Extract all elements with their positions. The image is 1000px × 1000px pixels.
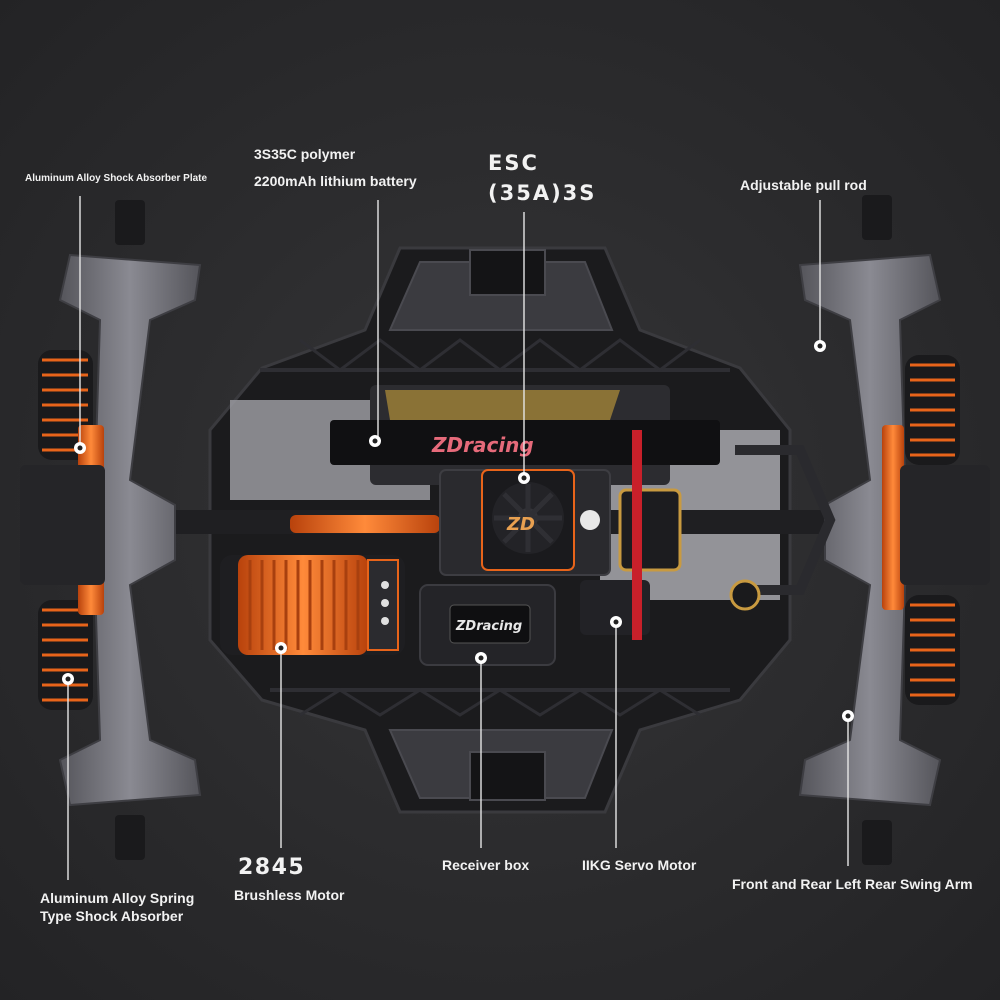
label-shock-plate: Aluminum Alloy Shock Absorber Plate [25, 173, 208, 184]
ring-dot-icon [74, 442, 86, 454]
right-suspension [798, 195, 990, 865]
battery-pack: ZDracing [330, 385, 720, 485]
label-battery-line2: 2200mAh lithium battery [254, 172, 417, 189]
fan-logo-text: ZD [506, 514, 535, 535]
label-spring-line2: Type Shock Absorber [40, 907, 184, 924]
left-suspension [20, 200, 202, 860]
label-esc-line1: ESC [488, 151, 539, 175]
ring-dot-icon [475, 652, 487, 664]
label-esc-line2: (35A)3S [488, 181, 597, 205]
ring-dot-icon [518, 472, 530, 484]
callout-markers [62, 340, 854, 722]
label-spring-line1: Aluminum Alloy Spring [40, 890, 195, 906]
servo-unit [580, 430, 682, 640]
label-battery: 3S35C polymer 2200mAh lithium battery [254, 146, 417, 190]
esc-unit: ZD [439, 469, 611, 576]
label-esc: ESC (35A)3S [488, 148, 596, 208]
label-spring-shock: Aluminum Alloy Spring Type Shock Absorbe… [40, 890, 194, 925]
brushless-motor [220, 555, 405, 655]
ring-dot-icon [814, 340, 826, 352]
leader-lines [67, 196, 849, 880]
ring-dot-icon [842, 710, 854, 722]
ring-dot-icon [610, 616, 622, 628]
receiver-logo-text: ZDracing [455, 619, 522, 634]
steering-links [729, 445, 836, 611]
ring-dot-icon [369, 435, 381, 447]
ring-dot-icon [275, 642, 287, 654]
label-motor-number: 2845 [238, 855, 306, 880]
label-battery-line1: 3S35C polymer [254, 146, 356, 162]
receiver-box: ZDracing [419, 584, 556, 666]
label-motor: Brushless Motor [234, 887, 345, 903]
label-receiver: Receiver box [442, 857, 530, 873]
label-swing-arm: Front and Rear Left Rear Swing Arm [732, 876, 973, 892]
label-servo: IIKG Servo Motor [582, 857, 697, 873]
label-pull-rod: Adjustable pull rod [740, 177, 867, 193]
ring-dot-icon [62, 673, 74, 685]
strap-logo-text: ZDracing [431, 433, 534, 457]
